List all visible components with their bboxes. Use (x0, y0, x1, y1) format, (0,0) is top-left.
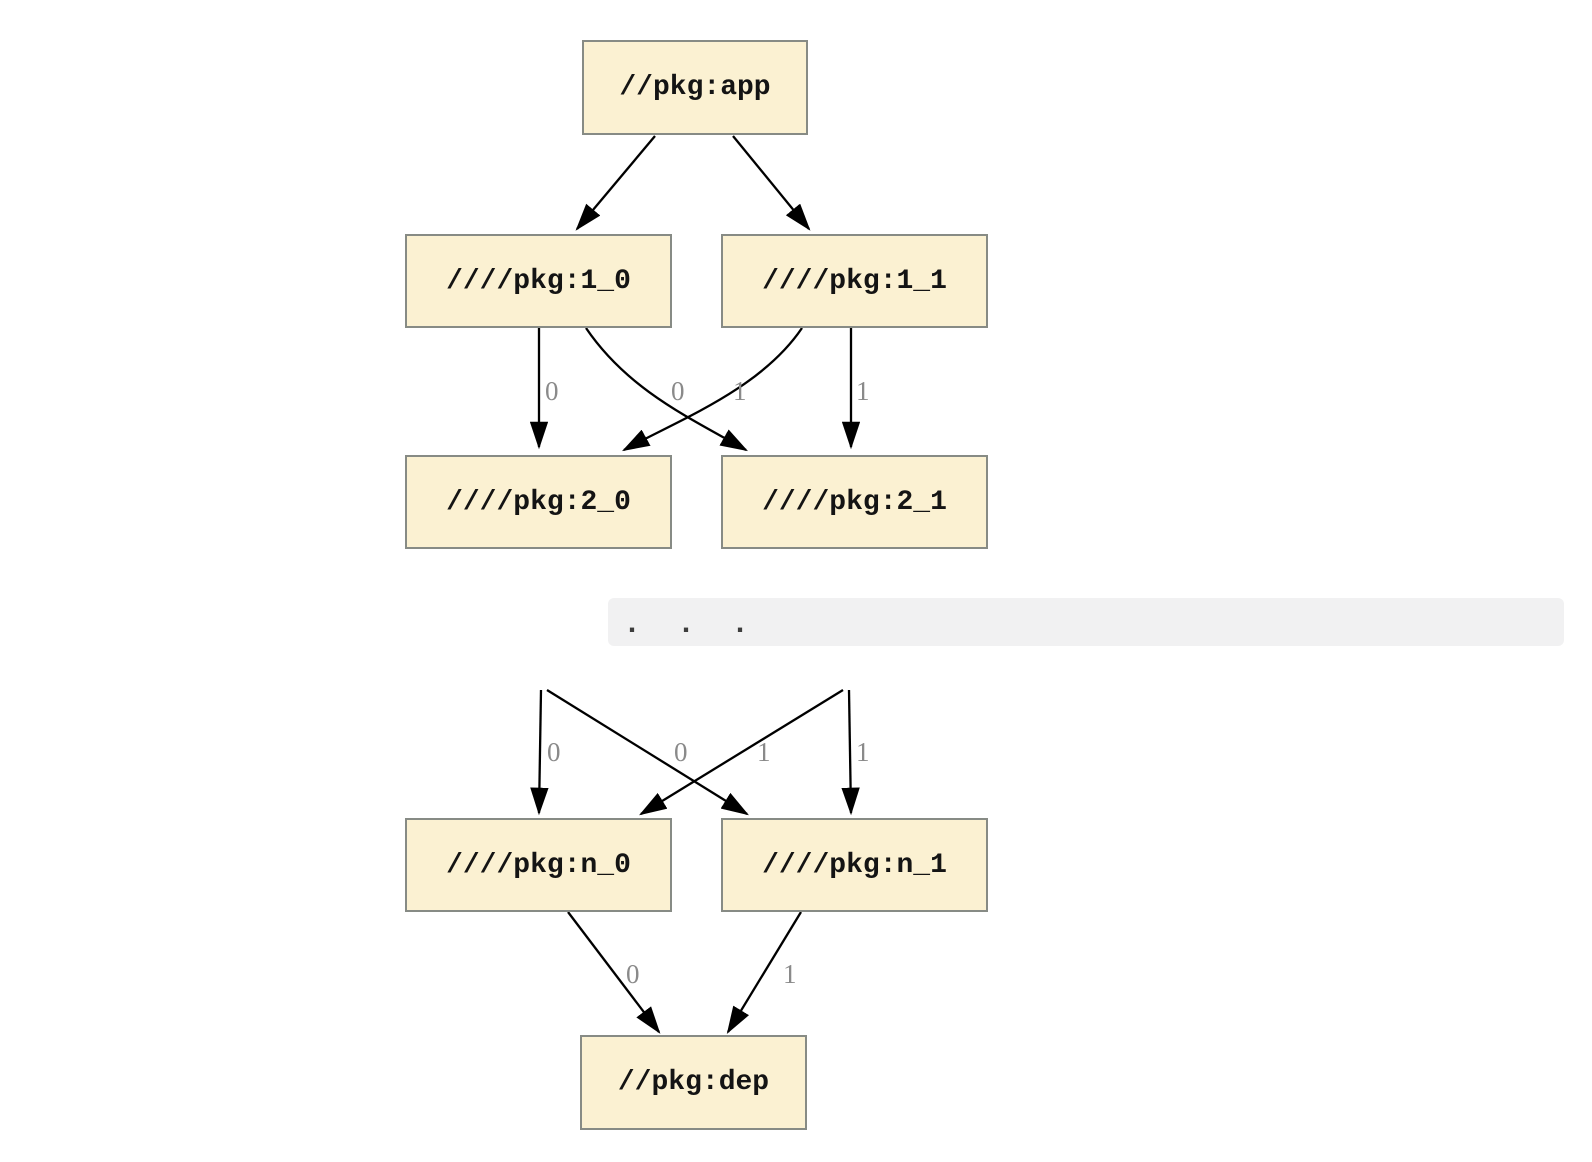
node-pkg-2_1: ////pkg:2_1 (721, 455, 988, 549)
ellipsis-dots: . . . (623, 608, 750, 642)
node-pkg-dep-label: //pkg:dep (617, 1067, 770, 1098)
edge-label-cross-to-n_1: 1 (757, 737, 771, 767)
edge-n_0-to-dep (567, 911, 661, 1034)
node-pkg-2_0: ////pkg:2_0 (405, 455, 672, 549)
edge-1_1-to-2_0 (621, 327, 803, 452)
edge-label-1_0-to-2_0: 0 (545, 376, 559, 406)
node-pkg-dep: //pkg:dep (580, 1035, 807, 1130)
edge-dots-to-n_1 (841, 689, 860, 816)
node-pkg-1_1-label: ////pkg:1_1 (762, 265, 947, 297)
edge-cross-to-n_1 (546, 689, 749, 816)
edge-label-1_1-to-2_0: 0 (671, 376, 685, 406)
edge-app-to-1_0 (575, 135, 656, 231)
node-pkg-n_1-label: ////pkg:n_1 (762, 849, 947, 881)
node-pkg-n_0-label: ////pkg:n_0 (446, 849, 631, 881)
node-pkg-2_0-label: ////pkg:2_0 (446, 486, 631, 518)
edge-label-cross-to-n_0: 0 (674, 737, 688, 767)
node-pkg-app: //pkg:app (582, 40, 808, 135)
edge-cross-to-n_0 (639, 689, 844, 816)
node-pkg-2_1-label: ////pkg:2_1 (762, 486, 947, 518)
node-pkg-1_0-label: ////pkg:1_0 (446, 265, 631, 297)
edge-label-dots-to-n_1: 1 (856, 737, 870, 767)
edge-label-1_0-to-2_1: 1 (733, 376, 747, 406)
edge-label-1_1-to-2_1: 1 (856, 376, 870, 406)
ellipsis-row: . . . (608, 598, 1564, 646)
node-pkg-1_0: ////pkg:1_0 (405, 234, 672, 328)
edge-label-n_0-to-dep: 0 (626, 959, 640, 989)
edge-n_1-to-dep (726, 911, 802, 1034)
edge-dots-to-n_0 (530, 689, 549, 816)
edge-label-n_1-to-dep: 1 (783, 959, 797, 989)
node-pkg-n_1: ////pkg:n_1 (721, 818, 988, 912)
edge-label-dots-to-n_0: 0 (547, 737, 561, 767)
edge-1_0-to-2_1 (585, 327, 748, 452)
node-pkg-n_0: ////pkg:n_0 (405, 818, 672, 912)
edge-app-to-1_1 (732, 135, 811, 231)
node-pkg-app-label: //pkg:app (619, 72, 771, 103)
node-pkg-1_1: ////pkg:1_1 (721, 234, 988, 328)
